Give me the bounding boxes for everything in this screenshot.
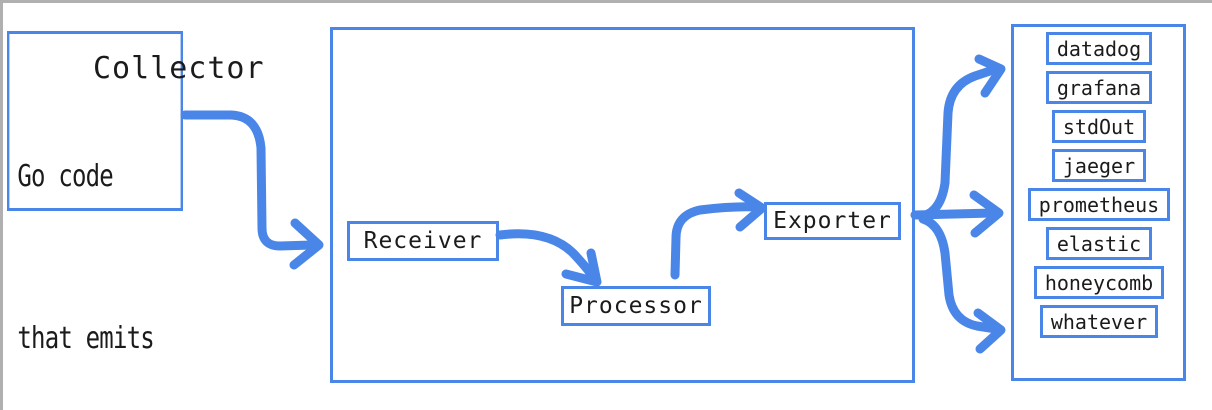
backend-label: datadog [1056,36,1142,61]
backends-list: datadog grafana stdOut jaeger prometheus… [1023,32,1175,338]
backend-item: elastic [1045,227,1153,260]
backend-label: honeycomb [1044,270,1154,295]
source-code-box: Go code that emits metrics [7,31,183,356]
receiver-box: Receiver [347,221,499,261]
backend-label: stdOut [1062,114,1136,139]
backend-item: jaeger [1051,149,1147,182]
backend-label: grafana [1056,75,1142,100]
exporter-label: Exporter [773,208,892,234]
backend-item: prometheus [1027,188,1171,221]
receiver-label: Receiver [363,228,483,254]
backend-item: whatever [1039,305,1159,338]
processor-label: Processor [569,293,703,319]
collector-title: Collector [93,51,265,86]
backend-item: grafana [1045,71,1153,104]
arrow-source-to-receiver [180,110,324,270]
backend-label: elastic [1056,231,1142,256]
processor-box: Processor [561,286,711,326]
backend-label: prometheus [1038,192,1160,217]
arrow-exporter-to-backends-lower [918,214,1006,354]
backend-label: jaeger [1062,153,1136,178]
backend-label: whatever [1050,309,1148,334]
source-line-2: that emits [17,321,154,356]
backend-item: datadog [1045,32,1153,65]
source-line-1: Go code [17,159,113,194]
backend-item: honeycomb [1033,266,1165,299]
arrow-exporter-to-backends-upper [918,54,1006,221]
exporter-box: Exporter [764,202,901,240]
backend-item: stdOut [1051,110,1147,143]
arrow-exporter-to-backends-middle [910,190,1004,238]
